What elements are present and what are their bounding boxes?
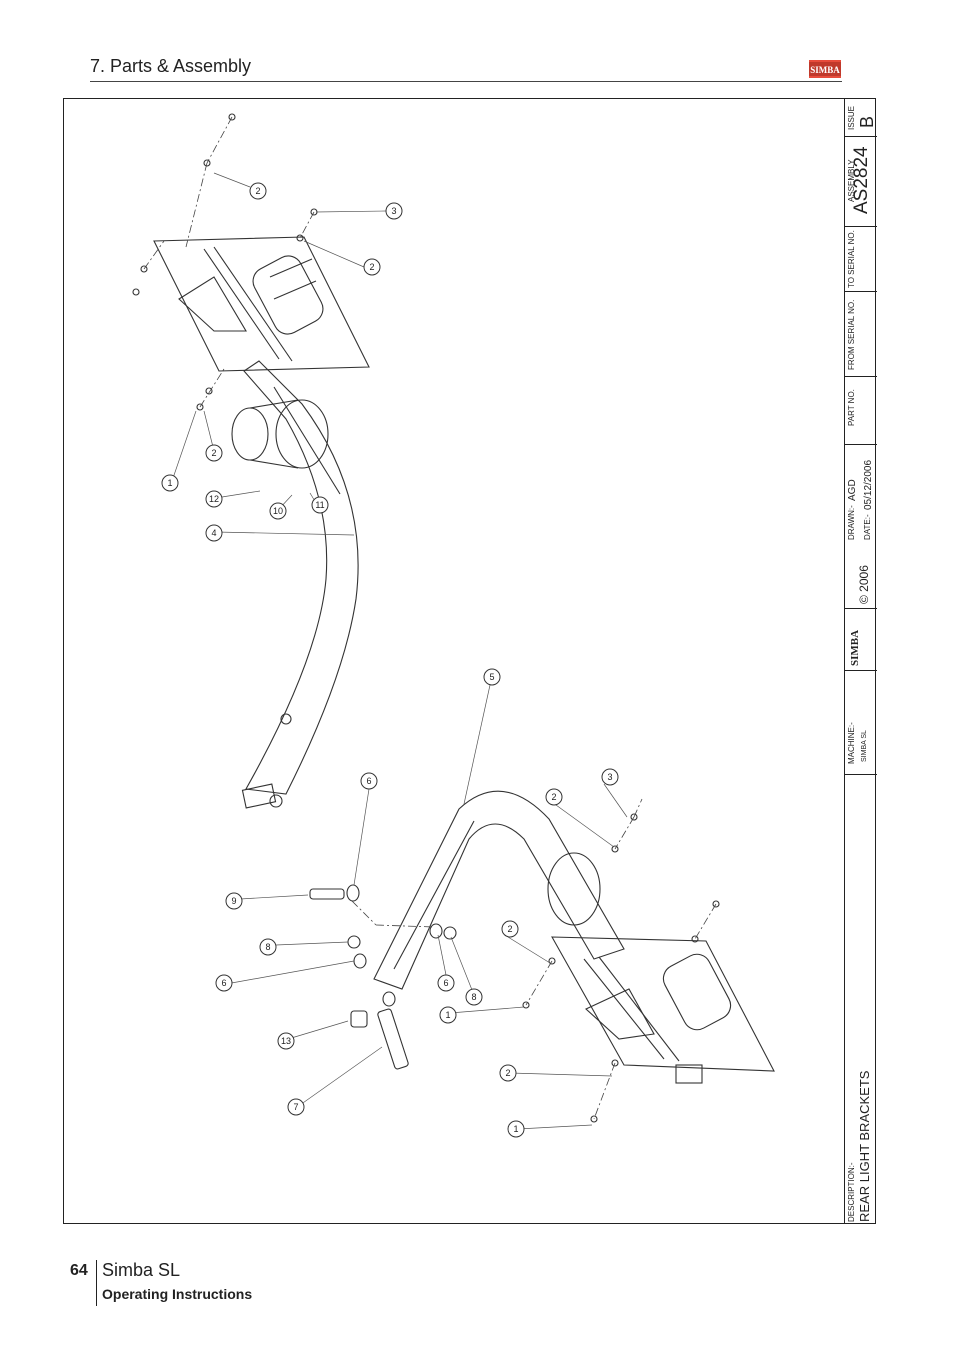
bolt-9 [309, 888, 345, 900]
nut-8-lower [443, 926, 457, 940]
svg-text:1: 1 [513, 1124, 518, 1134]
logo-text: SIMBA [810, 65, 840, 75]
washer-6-mid [353, 953, 367, 969]
balloon: 1 [507, 1120, 525, 1138]
section-title: 7. Parts & Assembly [90, 56, 252, 76]
balloon: 7 [287, 1098, 305, 1116]
washer-6-top [346, 884, 360, 902]
svg-text:8: 8 [265, 942, 270, 952]
balloon: 6 [215, 974, 233, 992]
upper-arm [243, 360, 359, 795]
part-no-label: PART NO. [847, 389, 856, 426]
to-serial-label: TO SERIAL NO. [847, 230, 856, 288]
svg-text:5: 5 [489, 672, 494, 682]
balloon: 3 [601, 768, 619, 786]
svg-text:1: 1 [445, 1010, 450, 1020]
drawn-label: DRAWN:- [847, 505, 856, 540]
balloon: 11 [311, 496, 329, 514]
balloon: 2 [249, 182, 267, 200]
balloon: 1 [439, 1006, 457, 1024]
svg-text:1: 1 [167, 478, 172, 488]
svg-text:2: 2 [211, 448, 216, 458]
exploded-view-drawing: 2 3 2 2 1 12 10 11 4 5 6 3 2 9 2 8 6 6 8… [132, 113, 775, 1138]
header-divider [90, 81, 842, 82]
svg-text:10: 10 [273, 506, 283, 516]
upper-bracket-plate [153, 236, 370, 372]
footer-title: Simba SL [102, 1260, 181, 1280]
lower-arm [373, 790, 625, 990]
svg-text:2: 2 [507, 924, 512, 934]
brand-logo-text: SIMBA [849, 629, 861, 666]
lower-lamp [662, 953, 732, 1031]
balloon: 2 [363, 258, 381, 276]
date-label: DATE:- [863, 514, 872, 540]
lower-disc [547, 852, 601, 926]
balloon: 6 [360, 772, 378, 790]
svg-text:2: 2 [505, 1068, 510, 1078]
svg-text:7: 7 [293, 1102, 298, 1112]
svg-text:13: 13 [281, 1036, 291, 1046]
balloon: 2 [205, 444, 223, 462]
svg-text:11: 11 [315, 500, 324, 510]
balloon: 6 [437, 974, 455, 992]
lower-bracket-gusset [585, 988, 655, 1040]
upper-disc [275, 399, 329, 469]
svg-text:9: 9 [231, 896, 236, 906]
balloon: 4 [205, 524, 223, 542]
svg-text:3: 3 [391, 206, 396, 216]
svg-text:8: 8 [471, 992, 476, 1002]
simba-logo: SIMBA [808, 58, 842, 80]
washer-6-lower [429, 923, 443, 939]
balloon: 1 [161, 474, 179, 492]
balloon: 10 [269, 502, 287, 520]
svg-text:6: 6 [221, 978, 226, 988]
svg-text:6: 6 [443, 978, 448, 988]
balloon: 12 [205, 490, 223, 508]
lower-bracket-plate [551, 936, 775, 1072]
upper-lamp [252, 255, 324, 335]
nut-8-top [347, 935, 361, 949]
balloon: 2 [499, 1064, 517, 1082]
svg-text:3: 3 [607, 772, 612, 782]
svg-text:12: 12 [209, 494, 219, 504]
balloon: 13 [277, 1032, 295, 1050]
drawn-text: AGD [847, 479, 858, 501]
issue-label: ISSUE [847, 105, 856, 130]
description-label: DESCRIPTION:- [847, 1162, 856, 1222]
svg-text:4: 4 [211, 528, 216, 538]
balloon: 8 [259, 938, 277, 956]
balloon: 8 [465, 988, 483, 1006]
page-number: 64 [70, 1262, 88, 1279]
balloon-group: 2 3 2 2 1 12 10 11 4 5 6 3 2 9 2 8 6 6 8… [161, 182, 619, 1138]
machine-label: MACHINE:- [847, 722, 856, 764]
footer-subtitle: Operating Instructions [102, 1286, 253, 1302]
bolt-7 [377, 1008, 409, 1070]
drawing-frame [63, 98, 876, 1224]
balloon: 9 [225, 892, 243, 910]
clip-13 [350, 1010, 368, 1028]
title-block: DESCRIPTION:- REAR LIGHT BRACKETS MACHIN… [844, 98, 877, 1224]
svg-text:2: 2 [551, 792, 556, 802]
from-serial-label: FROM SERIAL NO. [847, 299, 856, 370]
footer-divider [96, 1260, 97, 1306]
balloon: 5 [483, 668, 501, 686]
date-text: 05/12/2006 [863, 459, 874, 510]
description-text: REAR LIGHT BRACKETS [857, 1070, 872, 1222]
balloon: 2 [501, 920, 519, 938]
balloon: 2 [545, 788, 563, 806]
machine-text: SIMBA SL [861, 730, 868, 762]
svg-text:6: 6 [366, 776, 371, 786]
issue-letter: B [857, 115, 877, 128]
upper-bracket-gusset [178, 276, 247, 332]
balloon: 3 [385, 202, 403, 220]
assembly-number: AS2824 [851, 146, 872, 214]
svg-text:2: 2 [369, 262, 374, 272]
copyright-text: © 2006 [857, 565, 871, 604]
svg-text:2: 2 [255, 186, 260, 196]
